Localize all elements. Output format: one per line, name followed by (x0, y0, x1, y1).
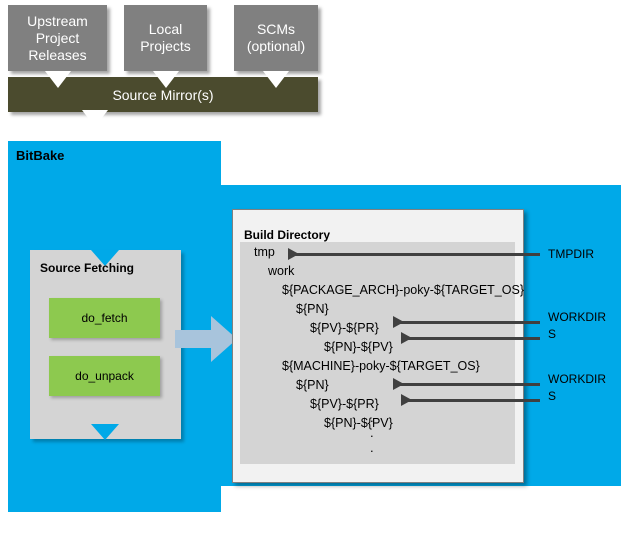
source-box-local-projects: Local Projects (124, 5, 207, 71)
tree-row: ${PACKAGE_ARCH}-poky-${TARGET_OS} (240, 281, 524, 300)
callout-label-workdir-2: WORKDIR (548, 372, 606, 386)
tree-row-text: ${PN} (296, 302, 329, 316)
tree-row-text: ${PN}-${PV} (324, 340, 393, 354)
bitbake-label: BitBake (16, 148, 65, 163)
down-arrow-icon-fetch-input (91, 250, 119, 266)
tree-ellipsis: . . . (370, 410, 374, 455)
tree-row: work (240, 262, 515, 281)
tree-row-text: ${MACHINE}-poky-${TARGET_OS} (282, 359, 480, 373)
ellipsis-dot: . (370, 440, 374, 455)
build-directory-title: Build Directory (244, 228, 331, 242)
tree-row: tmp (240, 243, 515, 262)
callout-line-workdir-1 (400, 321, 540, 324)
tree-row: ${PN} (240, 376, 515, 395)
source-mirrors-label: Source Mirror(s) (112, 86, 214, 103)
tree-row-text: ${PV}-${PR} (310, 397, 379, 411)
source-fetching-panel (30, 250, 181, 439)
down-arrow-icon-upstream (45, 71, 71, 88)
source-box-label: SCMs (optional) (246, 21, 306, 54)
source-box-label: Upstream Project Releases (27, 12, 88, 63)
down-arrow-icon-local (153, 71, 179, 88)
task-label: do_unpack (75, 369, 134, 383)
tree-row-text: ${PV}-${PR} (310, 321, 379, 335)
callout-line-workdir-2 (400, 383, 540, 386)
tree-row-text: ${PACKAGE_ARCH}-poky-${TARGET_OS} (282, 283, 524, 297)
down-arrow-icon-fetch-output (91, 424, 119, 440)
callout-label-tmpdir: TMPDIR (548, 247, 594, 261)
tree-row: ${PN}-${PV} (240, 414, 515, 433)
callout-line-s-2 (408, 399, 540, 402)
task-label: do_fetch (81, 311, 128, 325)
source-fetching-title: Source Fetching (40, 261, 135, 275)
build-directory-tree: tmp work ${PACKAGE_ARCH}-poky-${TARGET_O… (240, 243, 524, 433)
tree-row-text: ${PN} (296, 378, 329, 392)
callout-label-s-2: S (548, 389, 557, 403)
tree-row: ${PV}-${PR} (240, 395, 515, 414)
task-box-do-fetch: do_fetch (49, 298, 160, 338)
build-directory-tree-background (240, 242, 515, 464)
arrow-head-icon-s-2 (401, 394, 412, 406)
tree-row: ${PV}-${PR} (240, 319, 515, 338)
task-box-do-unpack: do_unpack (49, 356, 160, 396)
tree-row: ${PN}-${PV} (240, 338, 515, 357)
tree-row: ${MACHINE}-poky-${TARGET_OS} (240, 357, 515, 376)
arrow-head-icon-workdir-1 (393, 316, 404, 328)
tree-row-text: work (268, 264, 295, 278)
tree-row-text: ${PN}-${PV} (324, 416, 393, 430)
callout-label-workdir-1: WORKDIR (548, 310, 606, 324)
arrow-head-icon-tmpdir (288, 248, 299, 260)
down-arrow-icon-scms (263, 71, 289, 88)
callout-label-s-1: S (548, 327, 557, 341)
down-arrow-icon-mirror-output (82, 110, 108, 127)
ellipsis-dot: . (370, 425, 374, 440)
callout-line-tmpdir (295, 253, 540, 256)
arrow-head-icon-s-1 (401, 332, 412, 344)
tree-row: ${PN} (240, 300, 515, 319)
source-box-scms-optional: SCMs (optional) (234, 5, 318, 71)
source-box-label: Local Projects (140, 21, 191, 54)
source-box-upstream-project-releases: Upstream Project Releases (8, 5, 107, 71)
callout-line-s-1 (408, 337, 540, 340)
ellipsis-dot: . (370, 410, 374, 425)
flow-arrow-icon-right (175, 316, 237, 362)
tree-row-text: tmp (254, 245, 275, 259)
arrow-head-icon-workdir-2 (393, 378, 404, 390)
